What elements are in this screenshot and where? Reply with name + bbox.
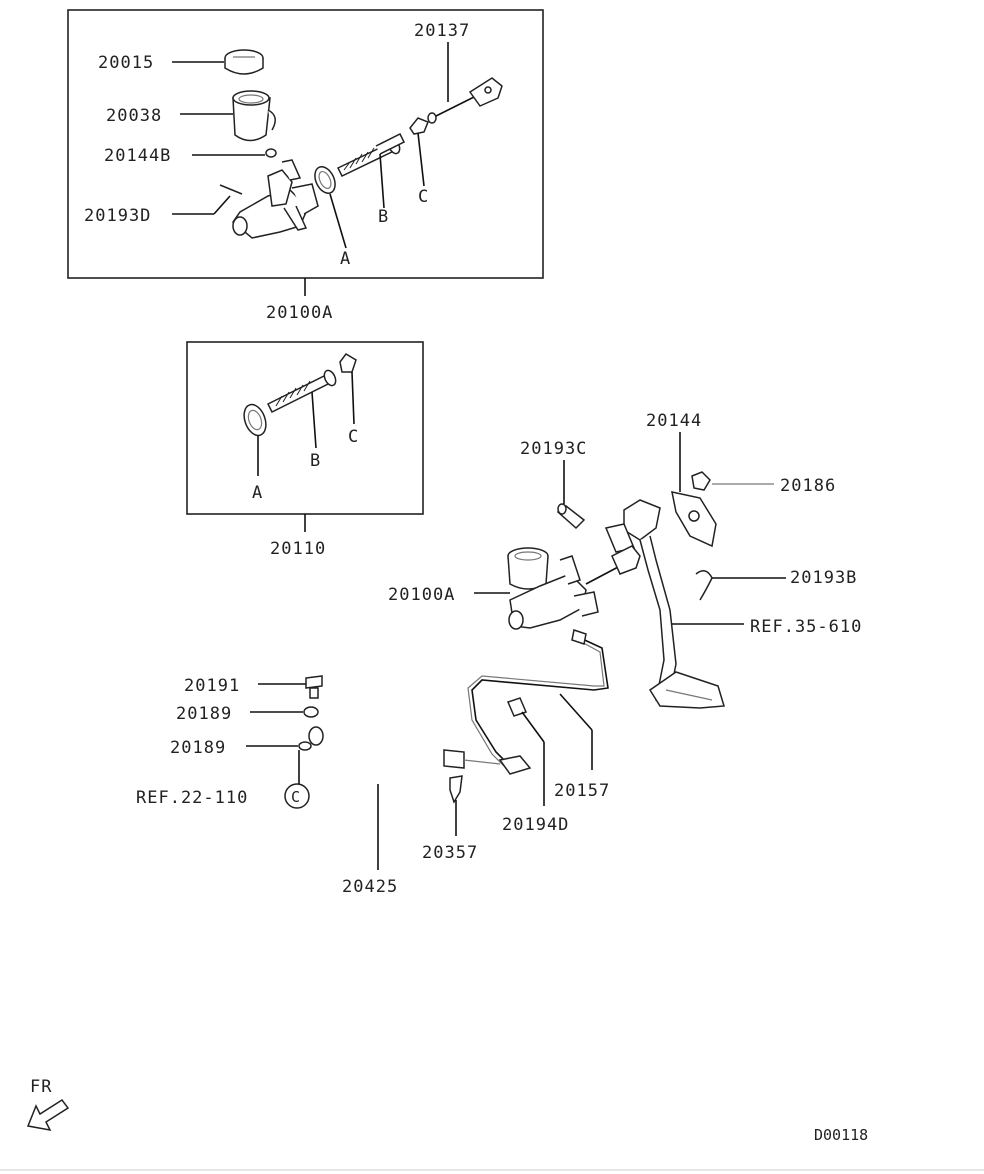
clip-part bbox=[695, 570, 713, 601]
label-fr: FR bbox=[30, 1077, 52, 1097]
leader-ref-c bbox=[417, 132, 425, 187]
reservoir-cap-part bbox=[224, 49, 264, 75]
label-ref-35-610: REF.35-610 bbox=[750, 617, 862, 637]
label-20189-upper: 20189 bbox=[176, 704, 232, 724]
label-20100a-main: 20100A bbox=[388, 585, 455, 605]
leader-ref-b bbox=[379, 153, 385, 209]
inset-repair-kit: A B C 20110 bbox=[186, 341, 424, 559]
label-20194d: 20194D bbox=[502, 815, 569, 835]
label-20193b: 20193B bbox=[790, 568, 857, 588]
label-20193c: 20193C bbox=[520, 439, 587, 459]
gasket-upper-part bbox=[303, 706, 319, 718]
diagram-code: D00118 bbox=[814, 1126, 868, 1144]
inset-master-cylinder-exploded: 20015 20038 20144B 20193D bbox=[67, 9, 544, 323]
pin-part bbox=[219, 184, 243, 195]
label-20137: 20137 bbox=[414, 21, 470, 41]
master-cylinder-part bbox=[507, 545, 641, 630]
label-20110: 20110 bbox=[270, 539, 326, 559]
label-20191: 20191 bbox=[184, 676, 240, 696]
label-20186: 20186 bbox=[780, 476, 836, 496]
label-20425: 20425 bbox=[342, 877, 398, 897]
ref-c-circle bbox=[284, 783, 310, 809]
clutch-pedal-part bbox=[604, 499, 725, 709]
leader-20157-d bbox=[559, 693, 593, 731]
seal-ring-part bbox=[265, 148, 277, 158]
label-20157: 20157 bbox=[554, 781, 610, 801]
front-arrow-icon bbox=[26, 1098, 70, 1132]
main-assembly: 20193C 20144 20186 REF.35-610 20193B bbox=[136, 411, 862, 897]
kit-piston-b-part bbox=[266, 369, 337, 414]
label-ref-c: C bbox=[418, 187, 429, 207]
pipe-joint-part bbox=[498, 755, 532, 775]
clamp-part bbox=[506, 697, 528, 717]
clevis-pin-part bbox=[556, 503, 586, 530]
label-20357: 20357 bbox=[422, 843, 478, 863]
label-kit-b: B bbox=[310, 451, 321, 471]
leader-kit-c bbox=[351, 371, 355, 425]
direction-indicator: FR bbox=[26, 1077, 70, 1132]
leader-20194d-d bbox=[521, 711, 545, 743]
piston-b-part bbox=[336, 132, 406, 177]
reservoir-part bbox=[232, 90, 276, 142]
label-20189-lower: 20189 bbox=[170, 738, 226, 758]
kit-boot-c-part bbox=[339, 353, 357, 373]
push-rod-part bbox=[427, 77, 503, 124]
nut-part bbox=[691, 471, 711, 491]
inset-kit-frame bbox=[186, 341, 424, 515]
leader-20193d-d bbox=[213, 195, 231, 215]
boot-c-part bbox=[409, 117, 429, 135]
master-cylinder-body-part bbox=[231, 159, 319, 239]
leader-kit-b bbox=[311, 391, 317, 449]
clutch-pipe-part bbox=[467, 629, 609, 769]
hose-clip-part bbox=[449, 775, 463, 804]
label-20100a-top: 20100A bbox=[266, 303, 333, 323]
label-kit-a: A bbox=[252, 483, 263, 503]
label-ref-a: A bbox=[340, 249, 351, 269]
label-20144: 20144 bbox=[646, 411, 702, 431]
label-20038: 20038 bbox=[106, 106, 162, 126]
ring-a-part bbox=[314, 166, 336, 194]
label-kit-c: C bbox=[348, 427, 359, 447]
bolt-part bbox=[305, 675, 323, 699]
label-ref-b: B bbox=[378, 207, 389, 227]
kit-ring-a-part bbox=[243, 403, 267, 437]
gasket-lower-part bbox=[298, 741, 312, 751]
label-ref-c-marker: C bbox=[291, 788, 300, 806]
label-20015: 20015 bbox=[98, 53, 154, 73]
label-20193d: 20193D bbox=[84, 206, 151, 226]
label-ref-22-110: REF.22-110 bbox=[136, 788, 248, 808]
inset-top-frame bbox=[67, 9, 544, 279]
label-20144b: 20144B bbox=[104, 146, 171, 166]
leader-ref-a bbox=[329, 193, 347, 249]
clutch-hose-part bbox=[308, 726, 501, 781]
